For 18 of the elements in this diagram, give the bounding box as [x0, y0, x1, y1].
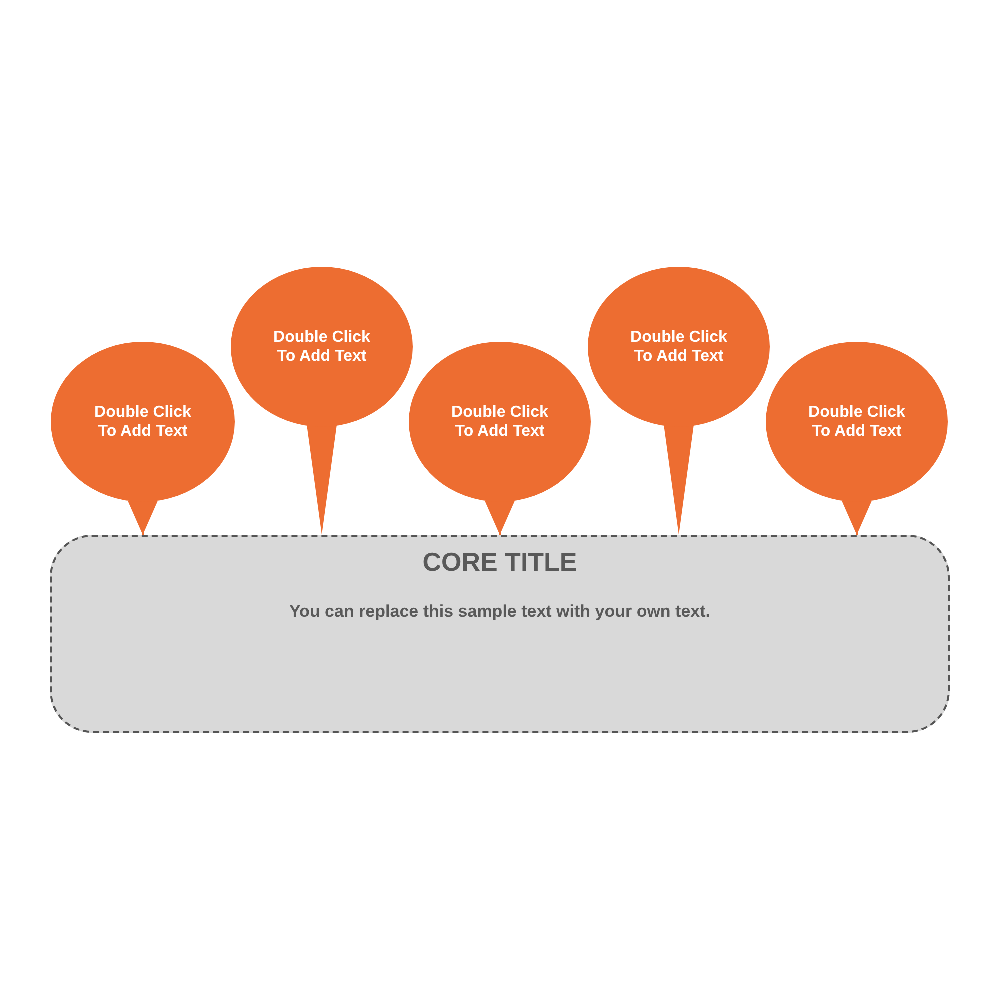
- speech-bubble: [231, 267, 413, 427]
- callout-pointer: [128, 500, 158, 535]
- speech-bubble: [766, 342, 948, 502]
- bubble-text: Double Click To Add Text: [272, 328, 372, 366]
- speech-bubble: [409, 342, 591, 502]
- callout-pointer: [842, 500, 872, 535]
- core-panel: [50, 535, 950, 733]
- speech-bubble: [51, 342, 235, 502]
- bubble-text: Double Click To Add Text: [808, 403, 906, 441]
- panel-body-text: You can replace this sample text with your own text.: [289, 602, 710, 622]
- callout-pointer: [664, 425, 694, 535]
- callout-pointer: [485, 500, 515, 535]
- bubble-text: Double Click To Add Text: [450, 403, 550, 441]
- panel-title: CORE TITLE: [422, 547, 578, 577]
- bubble-text: Double Click To Add Text: [630, 328, 728, 366]
- speech-bubble: [588, 267, 770, 427]
- bubble-text: Double Click To Add Text: [94, 403, 192, 441]
- callout-pointer: [307, 425, 337, 535]
